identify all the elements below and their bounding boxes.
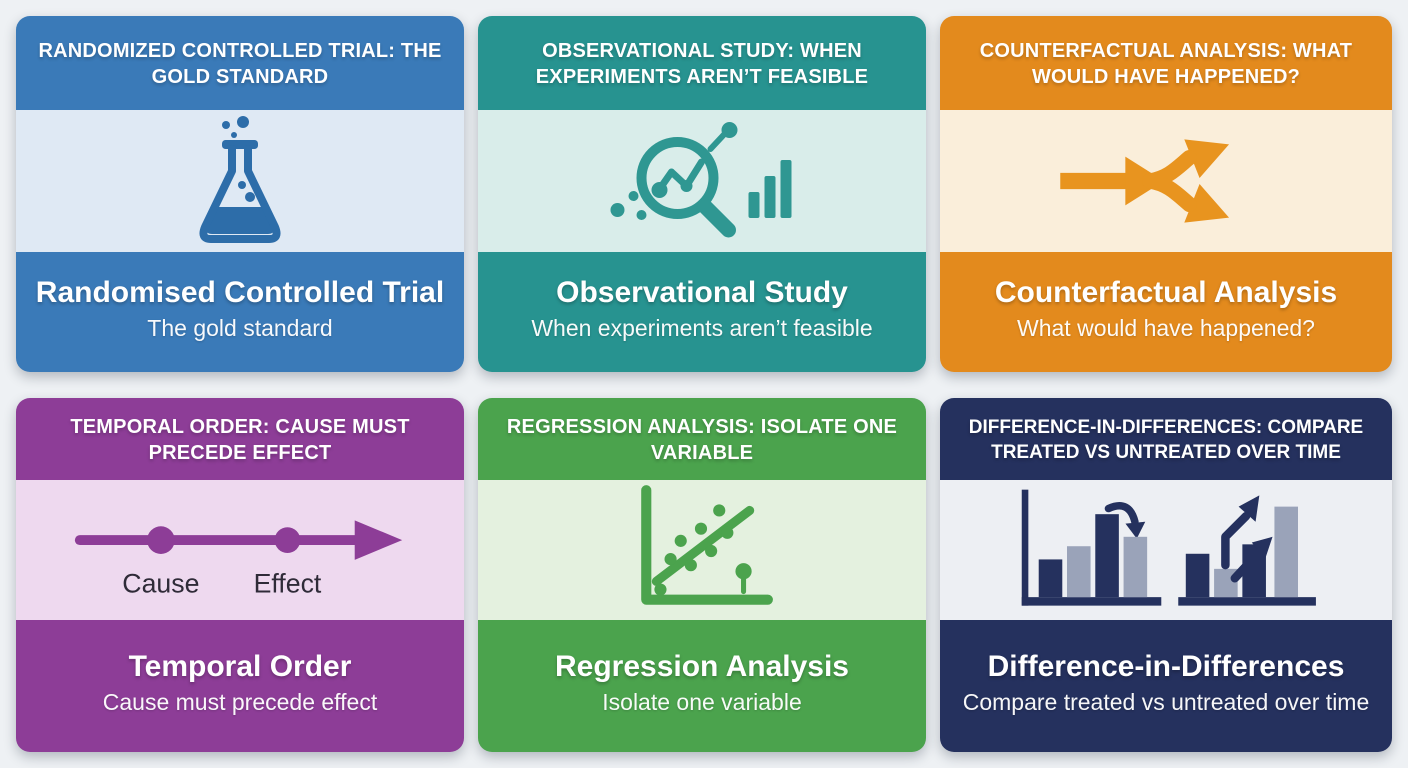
card-footer-observational: Observational Study When experiments are… <box>478 252 926 372</box>
scatter-regression-icon <box>641 485 773 605</box>
card-title-rct: Randomised Controlled Trial <box>35 275 445 309</box>
fork-arrows-icon <box>1060 139 1230 223</box>
card-subtitle-did: Compare treated vs untreated over time <box>962 688 1370 715</box>
card-subtitle-regression: Isolate one variable <box>602 688 802 715</box>
card-header-temporal: TEMPORAL ORDER: CAUSE MUST PRECEDE EFFEC… <box>70 415 410 464</box>
card-header-observational: OBSERVATIONAL STUDY: WHEN EXPERIMENTS AR… <box>535 39 869 88</box>
card-body-temporal: Cause Effect <box>16 480 464 620</box>
card-regression-analysis: REGRESSION ANALYSIS: ISOLATE ONE VARIABL… <box>478 398 926 752</box>
card-header-regression: REGRESSION ANALYSIS: ISOLATE ONE VARIABL… <box>506 415 898 464</box>
card-title-regression: Regression Analysis <box>554 649 849 683</box>
card-header-did: DIFFERENCE-IN-DIFFERENCES: COMPARE TREAT… <box>968 416 1364 463</box>
card-title-did: Difference-in-Differences <box>987 649 1345 683</box>
card-body-counterfactual <box>940 110 1392 252</box>
card-header-counterfactual: COUNTERFACTUAL ANALYSIS: WHAT WOULD HAVE… <box>979 39 1353 88</box>
card-body-did <box>940 480 1392 620</box>
card-header-rct: RANDOMIZED CONTROLLED TRIAL: THE GOLD ST… <box>38 39 442 88</box>
card-title-observational: Observational Study <box>556 275 848 309</box>
cause-label: Cause <box>122 569 199 599</box>
flask-icon <box>199 116 281 243</box>
card-footer-temporal: Temporal Order Cause must precede effect <box>16 620 464 752</box>
card-footer-rct: Randomised Controlled Trial The gold sta… <box>16 252 464 372</box>
timeline-icon: Cause Effect <box>74 520 403 599</box>
card-subtitle-observational: When experiments aren’t feasible <box>531 314 873 341</box>
card-title-counterfactual: Counterfactual Analysis <box>994 275 1338 309</box>
card-subtitle-temporal: Cause must precede effect <box>102 688 378 715</box>
card-subtitle-counterfactual: What would have happened? <box>1017 314 1315 341</box>
card-difference-in-differences: DIFFERENCE-IN-DIFFERENCES: COMPARE TREAT… <box>940 398 1392 752</box>
card-title-temporal: Temporal Order <box>128 649 352 683</box>
card-footer-counterfactual: Counterfactual Analysis What would have … <box>940 252 1392 372</box>
card-temporal-order: TEMPORAL ORDER: CAUSE MUST PRECEDE EFFEC… <box>16 398 464 752</box>
card-randomized-controlled-trial: RANDOMIZED CONTROLLED TRIAL: THE GOLD ST… <box>16 16 464 372</box>
card-observational-study: OBSERVATIONAL STUDY: WHEN EXPERIMENTS AR… <box>478 16 926 372</box>
card-counterfactual-analysis: COUNTERFACTUAL ANALYSIS: WHAT WOULD HAVE… <box>940 16 1392 372</box>
effect-label: Effect <box>254 569 322 599</box>
grouped-bars-icon <box>1021 489 1316 606</box>
card-footer-regression: Regression Analysis Isolate one variable <box>478 620 926 752</box>
magnifier-chart-icon <box>610 122 791 238</box>
card-body-rct <box>16 110 464 252</box>
card-footer-did: Difference-in-Differences Compare treate… <box>940 620 1392 752</box>
card-body-observational <box>478 110 926 252</box>
card-subtitle-rct: The gold standard <box>147 314 333 341</box>
card-body-regression <box>478 480 926 620</box>
